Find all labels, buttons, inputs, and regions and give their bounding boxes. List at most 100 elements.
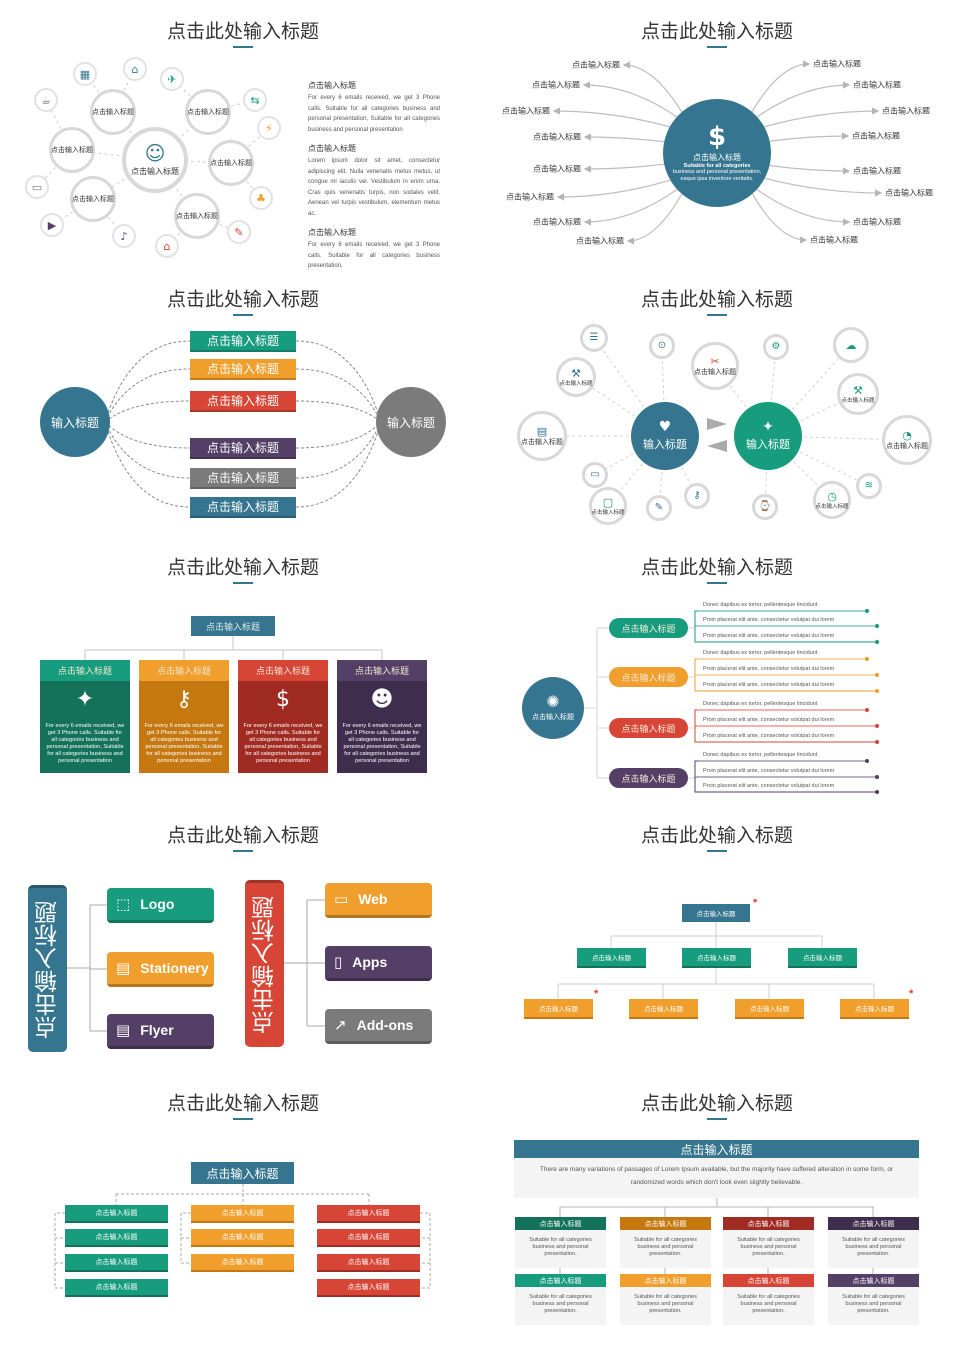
topic-node[interactable]: 点击输入标题 bbox=[90, 89, 136, 135]
feature-node[interactable]: ⚒点击输入标题 bbox=[556, 357, 596, 397]
branch-label-right[interactable]: 点击输入标题 bbox=[810, 235, 858, 245]
item-button[interactable]: ↗Add-ons bbox=[325, 1009, 432, 1044]
topic-node[interactable]: 点击输入标题 bbox=[174, 193, 220, 239]
feature-node[interactable]: ⚷ bbox=[684, 483, 710, 509]
branch-label-right[interactable]: 点击输入标题 bbox=[853, 166, 901, 176]
root-box[interactable]: 点击输入标题 bbox=[191, 1162, 294, 1184]
org-leaf-node[interactable]: 点击输入标题 bbox=[840, 999, 909, 1019]
category-pill[interactable]: 点击输入标题 bbox=[609, 718, 688, 738]
icon-badge[interactable]: ▭ bbox=[25, 175, 49, 199]
card-header[interactable]: 点击输入标题 bbox=[723, 1274, 814, 1287]
branch-label-left[interactable]: 点击输入标题 bbox=[572, 60, 620, 70]
feature-node[interactable]: ⚙ bbox=[763, 334, 789, 360]
feature-node[interactable]: ⚒点击输入标题 bbox=[837, 373, 879, 415]
item-button[interactable]: ▤Stationery bbox=[107, 952, 214, 987]
vertical-category-label[interactable]: 点击输入标题 bbox=[245, 880, 284, 1047]
branch-label-right[interactable]: 点击输入标题 bbox=[885, 188, 933, 198]
org-leaf-node[interactable]: 点击输入标题 bbox=[629, 999, 698, 1019]
feature-node[interactable]: ▤点击输入标题 bbox=[517, 411, 567, 461]
icon-badge[interactable]: ⚡ bbox=[257, 116, 281, 140]
org-leaf-node[interactable]: 点击输入标题 bbox=[735, 999, 804, 1019]
card-header[interactable]: 点击输入标题 bbox=[828, 1274, 919, 1287]
path-bar[interactable]: 点击输入标题 bbox=[190, 331, 296, 352]
item-button[interactable]: ▯Apps bbox=[325, 946, 432, 981]
card-header[interactable]: 点击输入标题 bbox=[828, 1217, 919, 1230]
header-bar[interactable]: 点击输入标题 bbox=[514, 1140, 919, 1158]
central-node[interactable]: ✺点击输入标题 bbox=[522, 677, 584, 739]
org-leaf-node[interactable]: 点击输入标题 bbox=[524, 999, 593, 1019]
icon-badge[interactable]: ♪ bbox=[112, 224, 136, 248]
root-box[interactable]: 点击输入标题 bbox=[191, 616, 275, 636]
list-item-box[interactable]: 点击输入标题 bbox=[317, 1254, 420, 1272]
hub-node-right[interactable]: ✦输入标题 bbox=[734, 402, 802, 470]
feature-node[interactable]: ◷点击输入标题 bbox=[813, 481, 851, 519]
card-header[interactable]: 点击输入标题 bbox=[515, 1274, 606, 1287]
branch-label-left[interactable]: 点击输入标题 bbox=[576, 236, 624, 246]
feature-node[interactable]: ◔点击输入标题 bbox=[882, 415, 932, 465]
item-button[interactable]: ▭Web bbox=[325, 883, 432, 918]
list-item-box[interactable]: 点击输入标题 bbox=[191, 1229, 294, 1247]
column-header[interactable]: 点击输入标题 bbox=[238, 660, 328, 681]
branch-label-right[interactable]: 点击输入标题 bbox=[882, 106, 930, 116]
card-header[interactable]: 点击输入标题 bbox=[620, 1217, 711, 1230]
feature-node[interactable]: ☰ bbox=[580, 324, 608, 352]
central-node[interactable]: ☺点击输入标题 bbox=[122, 127, 188, 193]
icon-badge[interactable]: ♣ bbox=[249, 186, 273, 210]
branch-label-left[interactable]: 点击输入标题 bbox=[506, 192, 554, 202]
branch-label-right[interactable]: 点击输入标题 bbox=[853, 217, 901, 227]
icon-badge[interactable]: ⌂ bbox=[123, 57, 147, 81]
branch-label-left[interactable]: 点击输入标题 bbox=[532, 80, 580, 90]
list-item-box[interactable]: 点击输入标题 bbox=[317, 1279, 420, 1297]
column-header[interactable]: 点击输入标题 bbox=[337, 660, 427, 681]
feature-node[interactable]: ☁ bbox=[833, 327, 869, 363]
hub-node-left[interactable]: ♥输入标题 bbox=[631, 402, 699, 470]
feature-node[interactable]: ≋ bbox=[856, 473, 882, 499]
topic-node[interactable]: 点击输入标题 bbox=[185, 89, 231, 135]
icon-badge[interactable]: ▦ bbox=[73, 62, 97, 86]
icon-badge[interactable]: ✎ bbox=[227, 220, 251, 244]
card-header[interactable]: 点击输入标题 bbox=[620, 1274, 711, 1287]
item-button[interactable]: ▤Flyer bbox=[107, 1014, 214, 1049]
org-mid-node[interactable]: 点击输入标题 bbox=[577, 948, 646, 968]
branch-label-left[interactable]: 点击输入标题 bbox=[533, 164, 581, 174]
vertical-category-label[interactable]: 点击输入标题 bbox=[28, 885, 67, 1052]
feature-node[interactable]: ▭ bbox=[582, 462, 608, 488]
list-item-box[interactable]: 点击输入标题 bbox=[191, 1205, 294, 1223]
branch-label-left[interactable]: 点击输入标题 bbox=[533, 132, 581, 142]
topic-node[interactable]: 点击输入标题 bbox=[208, 140, 254, 186]
target-node[interactable]: 输入标题 bbox=[376, 387, 446, 457]
category-pill[interactable]: 点击输入标题 bbox=[609, 768, 688, 788]
card-header[interactable]: 点击输入标题 bbox=[723, 1217, 814, 1230]
feature-node[interactable]: ⌚ bbox=[752, 494, 778, 520]
icon-badge[interactable]: ⌂ bbox=[155, 234, 179, 258]
topic-node[interactable]: 点击输入标题 bbox=[49, 127, 95, 173]
path-bar[interactable]: 点击输入标题 bbox=[190, 438, 296, 459]
topic-node[interactable]: 点击输入标题 bbox=[70, 176, 116, 222]
branch-label-right[interactable]: 点击输入标题 bbox=[813, 59, 861, 69]
category-pill[interactable]: 点击输入标题 bbox=[609, 618, 688, 638]
org-mid-node[interactable]: 点击输入标题 bbox=[682, 948, 751, 968]
list-item-box[interactable]: 点击输入标题 bbox=[65, 1254, 168, 1272]
column-header[interactable]: 点击输入标题 bbox=[40, 660, 130, 681]
path-bar[interactable]: 点击输入标题 bbox=[190, 468, 296, 489]
path-bar[interactable]: 点击输入标题 bbox=[190, 391, 296, 412]
icon-badge[interactable]: ▶ bbox=[40, 213, 64, 237]
icon-badge[interactable]: ✈ bbox=[160, 67, 184, 91]
branch-label-right[interactable]: 点击输入标题 bbox=[852, 131, 900, 141]
category-pill[interactable]: 点击输入标题 bbox=[609, 667, 688, 687]
list-item-box[interactable]: 点击输入标题 bbox=[65, 1229, 168, 1247]
org-mid-node[interactable]: 点击输入标题 bbox=[788, 948, 857, 968]
branch-label-left[interactable]: 点击输入标题 bbox=[502, 106, 550, 116]
list-item-box[interactable]: 点击输入标题 bbox=[65, 1279, 168, 1297]
feature-node[interactable]: ▢点击输入标题 bbox=[589, 487, 627, 525]
path-bar[interactable]: 点击输入标题 bbox=[190, 359, 296, 380]
feature-node[interactable]: ✎ bbox=[646, 495, 672, 521]
feature-node[interactable]: ⊙ bbox=[649, 333, 675, 359]
list-item-box[interactable]: 点击输入标题 bbox=[191, 1254, 294, 1272]
list-item-box[interactable]: 点击输入标题 bbox=[65, 1205, 168, 1223]
branch-label-left[interactable]: 点击输入标题 bbox=[533, 217, 581, 227]
icon-badge[interactable]: ☕ bbox=[34, 88, 58, 112]
feature-node[interactable]: ✂点击输入标题 bbox=[691, 342, 739, 390]
source-node[interactable]: 输入标题 bbox=[40, 387, 110, 457]
